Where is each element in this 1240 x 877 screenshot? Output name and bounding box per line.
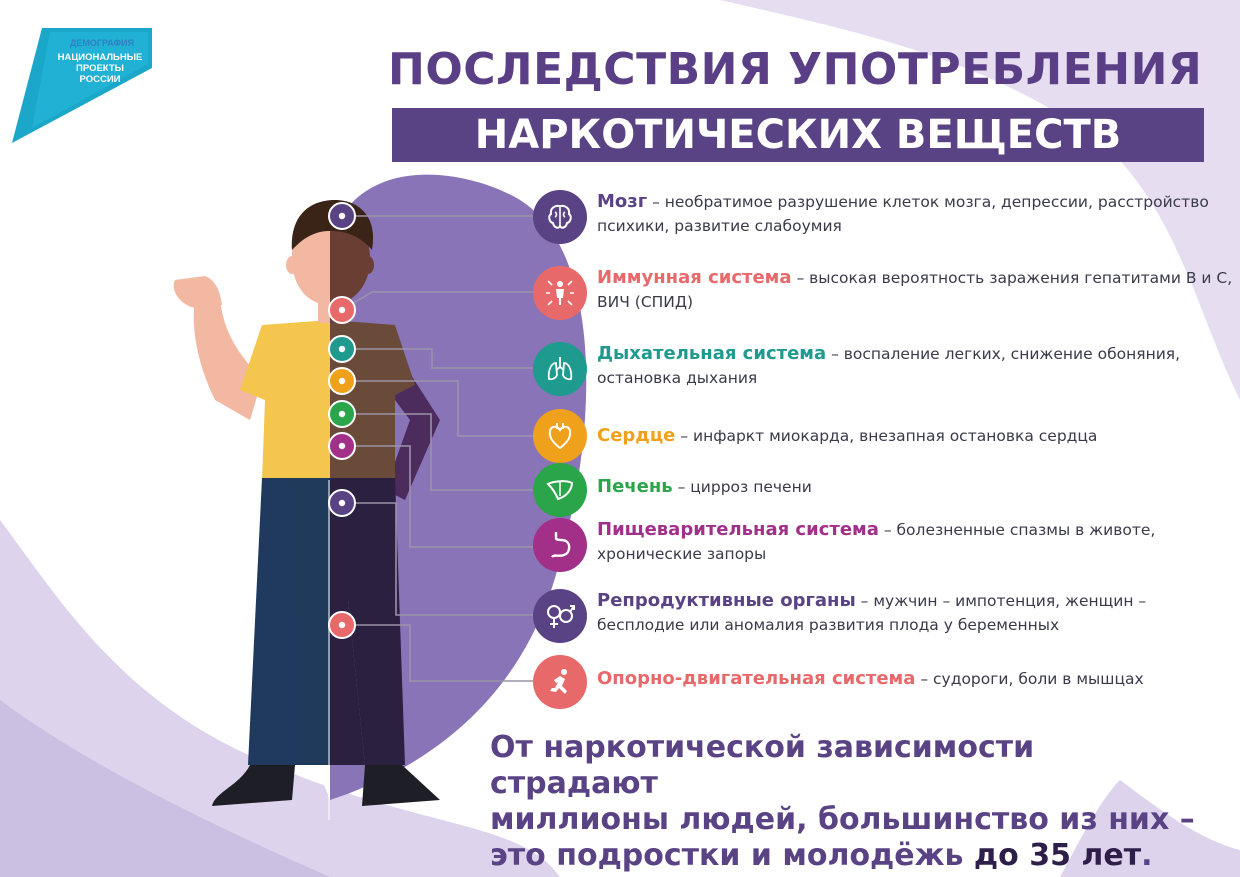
logo-top-text: ДЕМОГРАФИЯ [70,38,135,48]
stomach-icon [533,518,587,572]
item-desc: – болезненные спазмы в животе, хроническ… [597,521,1156,563]
heart-icon [533,409,587,463]
item-name: Опорно-двигательная система [597,668,916,689]
item-desc: – судороги, боли в мышцах [915,670,1144,688]
item-text: Дыхательная система – воспаление легких,… [597,342,1237,390]
footer-line3-start: это подростки и молодёжь [490,838,974,873]
logo-line: ПРОЕКТЫ [76,63,124,74]
logo [12,28,152,143]
immune-system-icon [533,266,587,320]
item-desc: – мужчин – импотенция, женщин – бесплоди… [597,592,1147,634]
item-text: Печень – цирроз печени [597,475,1237,499]
item-text: Опорно-двигательная система – судороги, … [597,667,1237,691]
item-text: Иммунная система – высокая вероятность з… [597,266,1237,314]
item-name: Мозг [597,191,648,212]
item-text: Пищеварительная система – болезненные сп… [597,518,1237,566]
lungs-icon [533,342,587,396]
footer-statement: От наркотической зависимости страдают ми… [490,730,1210,874]
item-desc: – воспаление легких, снижение обоняния, … [597,345,1181,387]
item-name: Иммунная система [597,267,792,288]
title-banner [392,108,1204,162]
footer-emphasis: до 35 лет [973,838,1142,873]
logo-text: НАЦИОНАЛЬНЫЕ ПРОЕКТЫ РОССИИ [54,52,146,85]
item-text: Сердце – инфаркт миокарда, внезапная ост… [597,424,1237,448]
liver-icon [533,463,587,517]
item-name: Печень [597,476,673,497]
logo-line: НАЦИОНАЛЬНЫЕ [57,52,143,63]
item-name: Репродуктивные органы [597,590,856,611]
item-text: Мозг – необратимое разрушение клеток моз… [597,190,1237,238]
item-desc: – цирроз печени [672,478,812,496]
brain-icon [533,190,587,244]
item-desc: – инфаркт миокарда, внезапная остановка … [675,427,1098,445]
item-text: Репродуктивные органы – мужчин – импотен… [597,589,1237,637]
running-person-icon [533,655,587,709]
footer-line1: От наркотической зависимости страдают [490,730,1035,801]
item-name: Дыхательная система [597,343,827,364]
gender-symbols-icon [533,589,587,643]
item-name: Сердце [597,425,676,446]
page-title-line2: НАРКОТИЧЕСКИХ ВЕЩЕСТВ [474,112,1122,158]
footer-line3: это подростки и молодёжь до 35 лет. [490,838,1210,874]
footer-line3-end: . [1141,838,1153,873]
footer-line2: миллионы людей, большинство из них – [490,802,1195,837]
item-desc: – высокая вероятность заражения гепатита… [597,269,1233,311]
page-title-line1: ПОСЛЕДСТВИЯ УПОТРЕБЛЕНИЯ [388,44,1203,95]
item-name: Пищеварительная система [597,519,879,540]
item-desc: – необратимое разрушение клеток мозга, д… [597,193,1209,235]
logo-line: РОССИИ [79,74,121,85]
